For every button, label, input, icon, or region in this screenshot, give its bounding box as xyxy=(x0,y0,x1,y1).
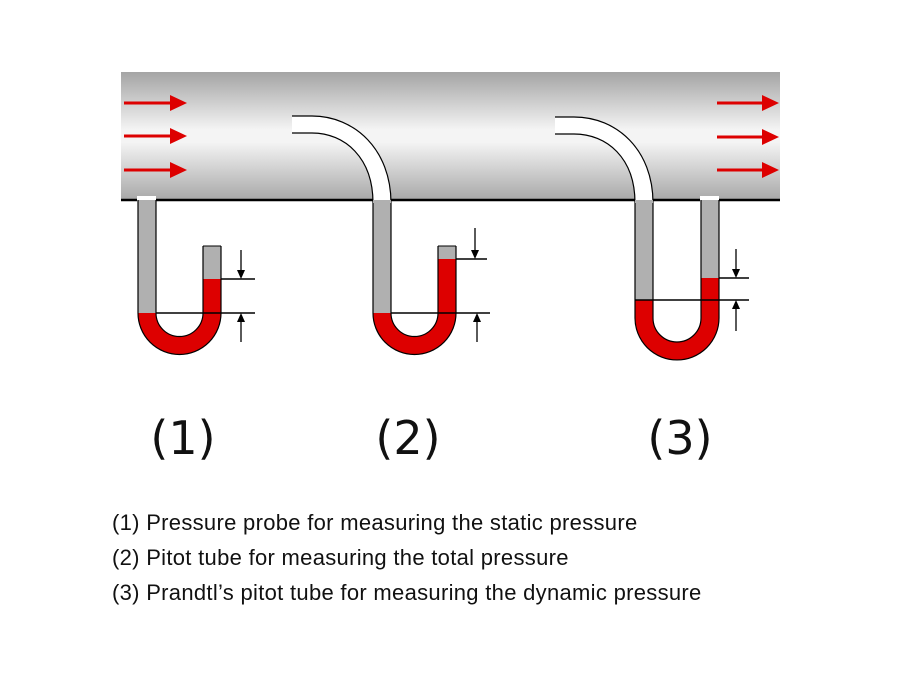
probe-3-right-leg xyxy=(701,200,719,278)
arrow-up-icon xyxy=(473,313,481,342)
arrow-down-icon xyxy=(732,249,740,278)
probe-2-manometer-fluid xyxy=(373,259,456,355)
probe-1-label: (1) xyxy=(150,411,215,465)
flow-arrows-outlet xyxy=(717,95,779,178)
probe-3-left-leg xyxy=(635,200,653,300)
arrow-down-icon xyxy=(237,250,245,279)
probe-2-label: (2) xyxy=(375,411,440,465)
arrow-down-icon xyxy=(471,228,479,259)
arrow-up-icon xyxy=(732,300,740,331)
flow-pipe xyxy=(121,72,780,200)
probe-2-left-leg xyxy=(373,200,391,313)
probe-1-manometer-fluid xyxy=(138,279,221,355)
flow-arrow-icon xyxy=(124,95,187,111)
caption-item: (2) Pitot tube for measuring the total p… xyxy=(112,545,569,570)
flow-arrow-icon xyxy=(717,129,779,145)
flow-arrow-icon xyxy=(124,162,187,178)
probe-3-manometer-fluid xyxy=(635,278,719,360)
caption-item: (1) Pressure probe for measuring the sta… xyxy=(112,510,638,535)
arrow-up-icon xyxy=(237,313,245,342)
probe-1-right-leg xyxy=(203,246,221,279)
probe-3-label: (3) xyxy=(647,411,712,465)
probe-3-pitot-inlet xyxy=(555,117,653,203)
probe-2-right-leg xyxy=(438,246,456,259)
probe-1-static-pressure xyxy=(137,196,255,356)
flow-arrows-inlet xyxy=(124,95,187,178)
probe-2-pitot-tube xyxy=(292,115,490,356)
flow-arrow-icon xyxy=(717,162,779,178)
probe-1-left-leg xyxy=(138,200,156,313)
caption-list: (1) Pressure probe for measuring the sta… xyxy=(112,508,702,613)
probe-2-pitot-inlet xyxy=(292,116,391,203)
caption-item: (3) Prandtl’s pitot tube for measuring t… xyxy=(112,580,702,605)
probe-3-prandtl-tube xyxy=(555,116,749,361)
flow-arrow-icon xyxy=(124,128,187,144)
flow-arrow-icon xyxy=(717,95,779,111)
